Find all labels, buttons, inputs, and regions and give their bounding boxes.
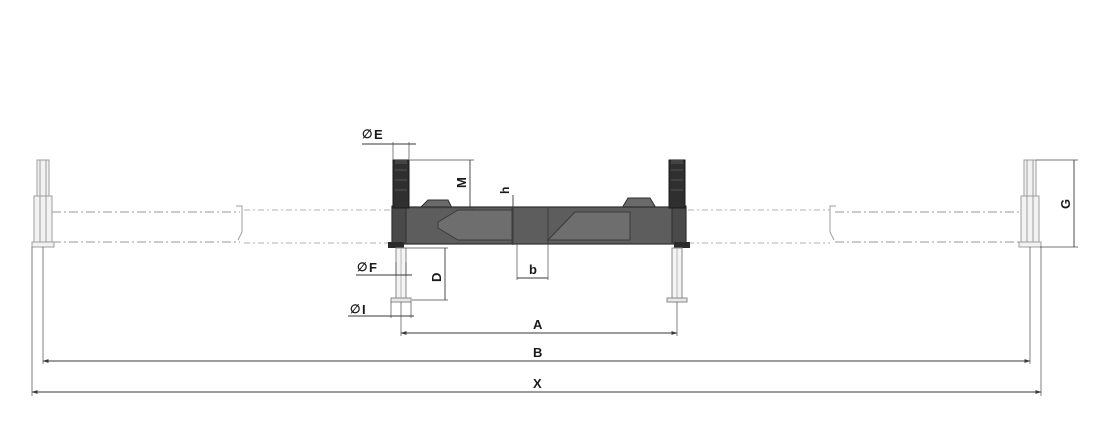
dimension-a: A: [400, 302, 678, 336]
right-outer-jack-housing: [1020, 195, 1040, 243]
dia-symbol-i: ∅: [350, 302, 360, 316]
dimension-x: X: [31, 247, 1042, 396]
dimension-h: h: [498, 187, 514, 245]
left-outer-foot: [31, 241, 55, 248]
dimension-b-small: b: [516, 244, 549, 280]
label-m: M: [454, 177, 469, 188]
label-dia-i: I: [362, 302, 366, 317]
label-dia-e: E: [374, 127, 383, 142]
label-dia-f: F: [369, 260, 377, 275]
left-outrigger-bracket: [236, 205, 243, 241]
dimension-dia-i: ∅ I: [348, 302, 414, 318]
label-b: B: [533, 345, 542, 360]
label-a: A: [533, 317, 543, 332]
label-d: D: [429, 273, 444, 282]
dia-symbol-e: ∅: [362, 127, 372, 141]
label-x: X: [533, 376, 542, 391]
dimension-m: M: [410, 159, 474, 209]
left-jack: [390, 159, 412, 303]
right-outer-foot: [1018, 241, 1042, 248]
right-outrigger: [688, 159, 1042, 248]
right-stiffener: [546, 211, 631, 241]
right-outrigger-bracket: [829, 205, 836, 241]
left-outrigger: [31, 159, 390, 248]
label-h: h: [498, 187, 512, 194]
right-jack: [666, 159, 688, 303]
left-jack-foot: [390, 297, 412, 303]
dimension-dia-e: ∅ E: [362, 127, 416, 160]
left-bottom-pad: [388, 242, 404, 248]
dimension-g: G: [1036, 159, 1078, 248]
main-beam: [391, 206, 687, 245]
dimension-dia-f: ∅ F: [356, 260, 412, 276]
central-body: [388, 197, 690, 248]
left-outer-jack-housing: [33, 195, 53, 243]
dimension-d: D: [405, 247, 448, 301]
right-bottom-pad: [674, 242, 690, 248]
dimension-b: B: [42, 247, 1031, 364]
right-jack-foot: [666, 297, 688, 303]
dia-symbol-f: ∅: [357, 260, 367, 274]
label-b-small: b: [529, 262, 537, 277]
label-g: G: [1058, 199, 1073, 209]
